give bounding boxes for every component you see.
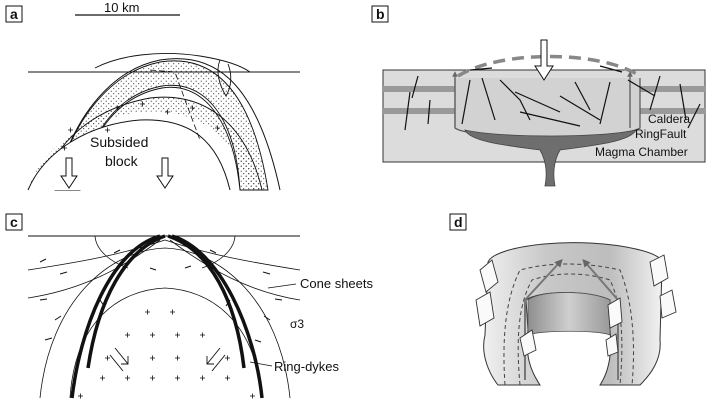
cylinder-inner-wall [527,292,611,336]
stress-arrows [109,347,226,372]
dashed-fracture-paths [503,263,634,386]
cone-sheets-label: Cone sheets [300,276,373,291]
dotted-layer-lower [28,97,262,190]
dome-outer-boundary [54,58,281,191]
granite-plus-signs [62,101,220,151]
cone-sheets-leader [267,283,297,289]
intrusion-plus-signs [78,309,255,399]
side-fins [475,254,677,357]
panel-c-letter: c [10,214,18,230]
subsided-block-boundary [27,119,231,191]
vent-feature [217,59,232,97]
cap-fault [94,53,251,73]
caldera-label: Caldera [648,112,690,126]
scale-bar-label: 10 km [104,0,139,15]
panel-b-letter-box [371,5,389,23]
panel-a: a 10 km Subsided block [5,0,300,191]
internal-fault-dashed [149,69,201,141]
panel-c: c [5,213,373,399]
subsided-block-label-line1: Subsided [90,134,148,150]
subsided-block-label-line2: block [105,153,139,169]
dotted-layer-upper [54,60,269,191]
panel-d: d [449,213,677,386]
subsidence-arrow-right [156,157,174,189]
panel-d-letter-box [449,213,467,231]
caldera-block [454,78,641,138]
subsidence-arrow-left [60,157,78,189]
ring-dykes-label: Ring-dykes [274,359,340,374]
panel-b: b [371,5,706,187]
panel-c-letter-box [5,213,23,231]
sigma3-label: σ3 [290,317,304,331]
fracture-lines [404,65,701,131]
subsidence-arrow [534,39,554,81]
ring-dykes [70,234,264,399]
magma-chamber-label: Magma Chamber [595,145,688,159]
panel-a-letter: a [10,6,18,22]
panel-b-letter: b [376,6,385,22]
ring-dykes-leader [249,361,273,367]
panel-a-letter-box [5,5,23,23]
uplift-dashed-arc [457,54,641,78]
magma-chamber [464,129,637,187]
ringfault-label: RingFault [635,127,687,141]
panel-d-letter: d [454,214,463,230]
